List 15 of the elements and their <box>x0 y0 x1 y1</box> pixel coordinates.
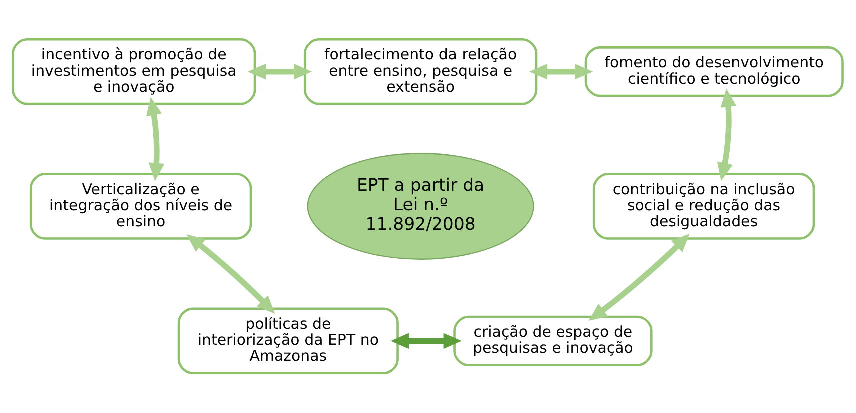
node-box: fortalecimento da relação entre ensino, pesquisa e extensão <box>304 38 538 106</box>
node-box: contribuição na inclusão social e redução das desigualdades <box>592 173 816 240</box>
node-box: criação de espaço de pesquisas e inovação <box>454 316 653 366</box>
arrow <box>390 333 462 350</box>
node-box: políticas de interiorização da EPT no Amazonas <box>178 308 399 375</box>
arrow <box>248 64 312 80</box>
node-box: fomento do desenvolvimento científico e tecnológico <box>584 46 844 98</box>
arrow <box>146 97 165 182</box>
arrow <box>588 234 690 322</box>
arrow <box>186 234 276 314</box>
node-box: incentivo à promoção de investimentos em pesquisa e inovação <box>12 38 256 106</box>
arrow <box>529 64 594 80</box>
node-ellipse: EPT a partir da Lei n.º 11.892/2008 <box>307 153 534 260</box>
node-box: Verticalização e integração dos níveis de ensino <box>30 173 252 240</box>
arrow <box>717 88 737 182</box>
